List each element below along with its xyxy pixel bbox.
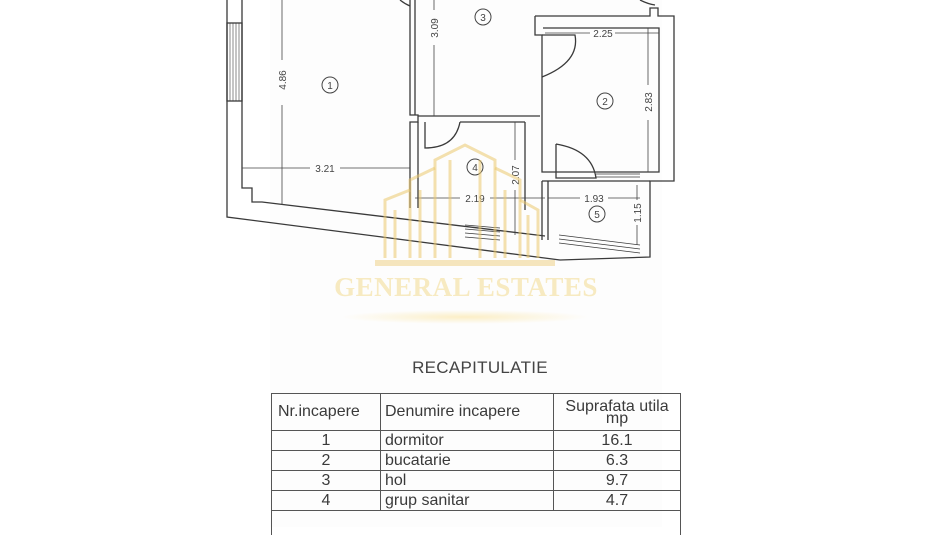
table-row-empty bbox=[272, 511, 681, 535]
row-nr: 2 bbox=[272, 451, 381, 471]
room1-outer-wall bbox=[227, 0, 560, 260]
window-left bbox=[227, 23, 242, 101]
empty-cell bbox=[272, 511, 681, 535]
watermark-underline bbox=[340, 310, 590, 324]
row-nr: 1 bbox=[272, 431, 381, 451]
dim-2-07: 2.07 bbox=[511, 165, 522, 185]
row-nr: 4 bbox=[272, 491, 381, 511]
table-row: 1 dormitor 16.1 bbox=[272, 431, 681, 451]
floor-plan: 1 3 2 4 5 3.21 2.25 2.19 1.93 4.86 3.09 … bbox=[0, 0, 930, 300]
door-room4 bbox=[425, 122, 460, 148]
dim-3-09: 3.09 bbox=[430, 18, 441, 38]
room1-inner-wall bbox=[242, 0, 545, 236]
row-area: 6.3 bbox=[554, 451, 681, 471]
room-4-label: 4 bbox=[472, 163, 478, 174]
table-row: 4 grup sanitar 4.7 bbox=[272, 491, 681, 511]
row-area: 9.7 bbox=[554, 471, 681, 491]
header-nr: Nr.incapere bbox=[272, 394, 381, 431]
door-room2 bbox=[542, 35, 576, 77]
dim-3-21: 3.21 bbox=[315, 164, 335, 175]
room-5-label: 5 bbox=[594, 210, 600, 221]
header-name: Denumire incapere bbox=[381, 394, 554, 431]
dim-1-93: 1.93 bbox=[584, 194, 604, 205]
dim-2-83: 2.83 bbox=[644, 92, 655, 112]
table-row: 2 bucatarie 6.3 bbox=[272, 451, 681, 471]
row-nr: 3 bbox=[272, 471, 381, 491]
row-name: dormitor bbox=[381, 431, 554, 451]
row-name: grup sanitar bbox=[381, 491, 554, 511]
row-area: 4.7 bbox=[554, 491, 681, 511]
room-2-label: 2 bbox=[602, 97, 608, 108]
room-1-label: 1 bbox=[327, 81, 333, 92]
row-area: 16.1 bbox=[554, 431, 681, 451]
table-row: 3 hol 9.7 bbox=[272, 471, 681, 491]
recap-title: RECAPITULATIE bbox=[380, 358, 580, 378]
dim-2-19: 2.19 bbox=[465, 194, 485, 205]
header-area: Suprafata utila mp bbox=[554, 394, 681, 431]
room2-outer-wall bbox=[535, 8, 674, 260]
wall-1-3 bbox=[410, 0, 418, 208]
table-header-row: Nr.incapere Denumire incapere Suprafata … bbox=[272, 394, 681, 431]
recap-table: Nr.incapere Denumire incapere Suprafata … bbox=[271, 393, 681, 535]
dim-4-86: 4.86 bbox=[278, 70, 289, 90]
watermark-text: GENERAL ESTATES bbox=[316, 272, 616, 303]
dim-2-25: 2.25 bbox=[593, 29, 613, 40]
room-3-label: 3 bbox=[480, 13, 486, 24]
door-room5 bbox=[556, 144, 596, 178]
header-area-line2: mp bbox=[606, 410, 628, 427]
row-name: bucatarie bbox=[381, 451, 554, 471]
dim-1-15: 1.15 bbox=[633, 203, 644, 223]
row-name: hol bbox=[381, 471, 554, 491]
